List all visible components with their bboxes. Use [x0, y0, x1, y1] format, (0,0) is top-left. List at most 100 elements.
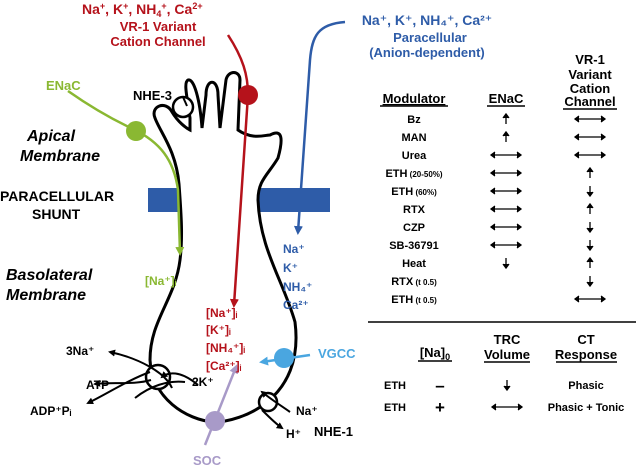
- table2-header-response: Response: [555, 347, 617, 362]
- table1-header-channel: Channel: [564, 94, 615, 109]
- table2-modulator: ETH: [384, 380, 406, 392]
- table2-header-volume: Volume: [484, 347, 530, 362]
- arrow-down-icon: [586, 240, 594, 252]
- table2-na-sign: –: [435, 376, 444, 395]
- soc-label: SOC: [193, 453, 222, 468]
- paracellular-title: Paracellular: [393, 30, 467, 45]
- three-na-label: 3Na⁺: [66, 344, 94, 358]
- arrow-down-icon: [502, 258, 510, 270]
- table1-header-cation: Cation: [570, 81, 611, 96]
- arrow-both-icon: [489, 187, 523, 195]
- vr1-ion-list: Na+, K+, NH4+, Ca2+: [82, 1, 203, 19]
- vr1-title-line1: VR-1 Variant: [120, 19, 197, 34]
- table2-header-ct: CT: [577, 332, 594, 347]
- modulator-name: Heat: [402, 258, 426, 270]
- table1-row: CZP: [403, 222, 594, 234]
- arrow-up-icon: [586, 256, 594, 268]
- modulator-name: RTX: [403, 204, 426, 216]
- enac-label: ENaC: [46, 78, 81, 93]
- arrow-up-icon: [586, 166, 594, 178]
- paracellular-shunt-label-line1: PARACELLULAR: [0, 188, 114, 204]
- modulator-name: CZP: [403, 222, 425, 234]
- adp-label: ADP⁺Pᵢ: [30, 404, 72, 418]
- paracellular-ion: NH₄⁺: [283, 280, 312, 294]
- table2-header-trc: TRC: [494, 332, 521, 347]
- vr1-channel-marker: [238, 85, 258, 105]
- apical-label-line1: Apical: [26, 128, 76, 145]
- modulator-name: MAN: [401, 132, 426, 144]
- vgcc-label: VGCC: [318, 346, 356, 361]
- arrow-both-icon: [489, 169, 523, 177]
- table2-modulator: ETH: [384, 402, 406, 414]
- modulator-name: ETH (t 0.5): [391, 294, 437, 306]
- paracellular-subtitle: (Anion-dependent): [369, 45, 485, 60]
- table1-row: Urea: [402, 150, 607, 162]
- arrow-both-icon: [489, 241, 523, 249]
- arrow-both-icon: [489, 223, 523, 231]
- nhe1-h-label: H⁺: [286, 427, 301, 441]
- enac-channel-marker: [126, 121, 146, 141]
- table1-row: ETH (20-50%): [385, 166, 594, 180]
- enac-intracellular-na-label: [Na⁺]ᵢ: [145, 274, 177, 288]
- basolateral-label-line2: Membrane: [6, 287, 86, 304]
- modulator-name: SB-36791: [389, 240, 439, 252]
- arrow-down-icon: [586, 222, 594, 234]
- na-k-atpase-pump: [86, 349, 199, 405]
- arrow-up-icon: [502, 112, 510, 124]
- arrow-down-icon: [503, 380, 511, 392]
- paracellular-ion: Ca²⁺: [283, 298, 309, 312]
- two-k-label: 2K⁺: [192, 375, 214, 389]
- table1-row: ETH (t 0.5): [391, 294, 607, 306]
- arrow-down-icon: [586, 186, 594, 198]
- taste-cell-outline: [148, 71, 298, 424]
- arrow-both-icon: [573, 133, 607, 141]
- intracellular-ion: [NH₄⁺]ᵢ: [206, 341, 245, 355]
- table1-row: Heat: [402, 256, 594, 270]
- modulator-name: RTX (t 0.5): [391, 276, 437, 288]
- modulator-name: Bz: [407, 114, 421, 126]
- intracellular-ion: [Ca²⁺]ᵢ: [206, 359, 242, 373]
- table1-row: RTX: [403, 202, 594, 216]
- table1-row: Bz: [407, 112, 607, 126]
- table1-header-modulator: Modulator: [383, 91, 446, 106]
- paracellular-pathway-arrow: [293, 20, 346, 235]
- nhe1-exchanger: [257, 390, 291, 430]
- nhe3-exchanger: [171, 95, 195, 119]
- arrow-both-icon: [573, 151, 607, 159]
- arrow-up-icon: [586, 202, 594, 214]
- modulator-name: Urea: [402, 150, 427, 162]
- intracellular-ion: [Na⁺]ᵢ: [206, 306, 238, 320]
- table1-row: MAN: [401, 130, 607, 144]
- modulator-name: ETH (20-50%): [385, 168, 442, 180]
- table1-row: RTX (t 0.5): [391, 276, 594, 288]
- table1-header-variant: Variant: [568, 67, 612, 82]
- intracellular-ion-list: [Na⁺]ᵢ [K⁺]ᵢ [NH₄⁺]ᵢ [Ca²⁺]ᵢ: [206, 306, 245, 373]
- table2-na-sign: +: [435, 398, 445, 417]
- arrow-up-icon: [502, 130, 510, 142]
- basolateral-label-line1: Basolateral: [6, 267, 93, 284]
- paracellular-ion-stack: Na⁺ K⁺ NH₄⁺ Ca²⁺: [283, 242, 312, 312]
- table1-row: ETH (60%): [391, 186, 594, 198]
- paracellular-ion: Na⁺: [283, 242, 305, 256]
- table1-row: SB-36791: [389, 240, 594, 252]
- table2-row: ETH – Phasic: [384, 376, 604, 395]
- arrow-both-icon: [489, 205, 523, 213]
- table2-header-na: [Na]0: [420, 345, 450, 362]
- vr1-title-line2: Cation Channel: [110, 34, 205, 49]
- table1-header-vr1: VR-1: [575, 52, 605, 67]
- nhe3-pointer: [182, 96, 188, 107]
- arrow-both-icon: [573, 115, 607, 123]
- nhe3-label: NHE-3: [133, 88, 172, 103]
- paracellular-ion-list: Na⁺, K⁺, NH₄⁺, Ca²⁺: [362, 12, 492, 28]
- soc-arrow: [203, 364, 238, 446]
- table2-ct-response: Phasic: [568, 380, 603, 392]
- arrow-both-icon: [489, 151, 523, 159]
- arrow-both-icon: [490, 403, 524, 411]
- apical-label-line2: Membrane: [20, 148, 100, 165]
- modulator-name: ETH (60%): [391, 186, 437, 198]
- table1-header-enac: ENaC: [489, 91, 524, 106]
- table2-ct-response: Phasic + Tonic: [548, 402, 625, 414]
